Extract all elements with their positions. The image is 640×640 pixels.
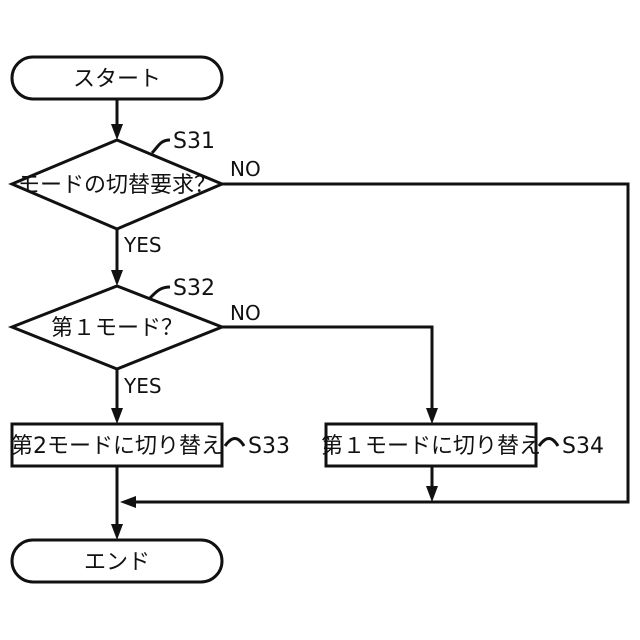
- arrowhead-s34: [426, 408, 438, 424]
- step-s33-label: S33: [248, 434, 290, 459]
- decision-1-label: モードの切替要求？: [18, 173, 216, 198]
- arrowhead-s31: [111, 124, 123, 140]
- arrowhead-s33: [111, 408, 123, 424]
- arrowhead-s34-merge: [426, 486, 438, 502]
- arrowhead-s32: [111, 270, 123, 286]
- arrowhead-merge: [120, 496, 136, 508]
- process-s34-label: 第１モードに切り替え: [321, 434, 541, 459]
- step-s33-leader: [225, 439, 244, 447]
- step-s31-leader: [152, 140, 170, 153]
- step-s32-label: S32: [173, 276, 215, 301]
- process-s33-label: 第2モードに切り替え: [11, 434, 223, 459]
- decision-1-yes-label: YES: [123, 233, 162, 257]
- connector-s32-no-to-s34: [222, 327, 432, 410]
- step-s34-leader: [539, 439, 558, 447]
- arrowhead-end: [111, 524, 123, 540]
- end-label: エンド: [84, 550, 150, 575]
- decision-2-label: 第１モード？: [51, 316, 183, 341]
- decision-2-yes-label: YES: [123, 374, 162, 398]
- step-s31-label: S31: [173, 129, 215, 154]
- step-s34-label: S34: [562, 434, 604, 459]
- step-s32-leader: [150, 287, 170, 298]
- decision-2-no-label: NO: [230, 301, 261, 325]
- decision-1-no-label: NO: [230, 157, 261, 181]
- start-label: スタート: [73, 67, 161, 92]
